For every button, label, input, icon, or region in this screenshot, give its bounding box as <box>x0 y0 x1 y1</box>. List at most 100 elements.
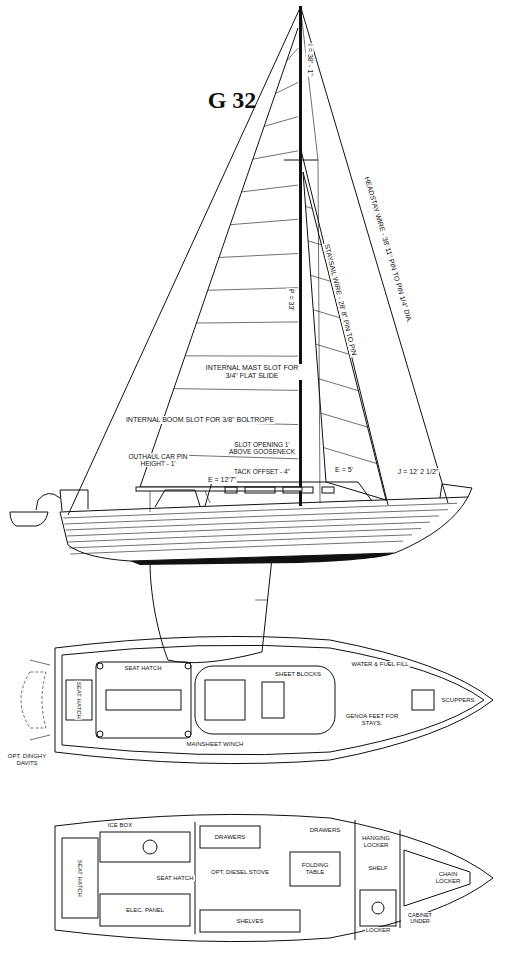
mast <box>299 6 302 506</box>
drawing-label: SLOT OPENING 1' ABOVE GOOSENECK <box>226 441 298 455</box>
bulkhead <box>355 820 356 940</box>
sail-seam <box>219 254 298 258</box>
sail-seam <box>253 151 298 159</box>
cabin-house <box>205 482 372 506</box>
drawing-label: SEAT HATCH <box>76 680 83 719</box>
fore-hatch <box>412 690 434 710</box>
sail-seam <box>306 206 313 208</box>
bow-pulpit <box>440 484 472 498</box>
drawing-label: LOCKER <box>365 927 392 934</box>
port-light <box>322 487 334 493</box>
drawing-label: INTERNAL MAST SLOT FOR 3/4" FLAT SLIDE <box>201 364 303 379</box>
sail-seam <box>321 413 368 427</box>
drawing-label: SHEET BLOCKS <box>274 671 322 678</box>
drawing-label: INTERNAL BOOM SLOT FOR 3/8" BOLTROPE <box>125 416 275 424</box>
plank-line <box>70 541 403 554</box>
drawing-label: SEAT HATCH <box>123 665 162 672</box>
lazarette-hatch <box>66 680 92 720</box>
sail-number: G 32 <box>207 87 258 113</box>
winch <box>185 663 191 669</box>
sail-seam <box>287 48 298 61</box>
drawing-label: OPT. DINGHY DAVITS <box>3 753 51 766</box>
drawing-label: J = 12' 2 1/2" <box>397 468 440 476</box>
drawing-label: CHAIN LOCKER <box>432 871 464 884</box>
cockpit-sole <box>106 690 181 710</box>
planking <box>63 503 457 554</box>
drawing-label: P = 33' <box>287 288 295 312</box>
drawing-label: OUTHAUL CAR PIN HEIGHT - 1' <box>127 453 189 467</box>
toilet <box>372 902 384 914</box>
sail-seam <box>318 379 358 391</box>
hull-profile <box>10 482 472 663</box>
sail-seam <box>264 117 298 127</box>
aft-berth <box>62 838 98 918</box>
shroud <box>301 12 318 160</box>
drawing-label: SHELF <box>367 865 388 872</box>
settee <box>200 910 300 932</box>
sail-seam <box>275 82 298 93</box>
dodger <box>155 490 200 507</box>
winch <box>185 731 191 737</box>
quarter-berth <box>100 894 190 926</box>
sail-seam <box>316 344 349 354</box>
drawing-label: ICE BOX <box>107 822 133 829</box>
sail-seam <box>313 310 340 318</box>
dinghy <box>10 512 48 526</box>
head <box>360 890 396 926</box>
sail-seam <box>208 288 298 291</box>
bulkhead <box>195 822 196 934</box>
sail-seam <box>323 448 376 464</box>
drawing-label: SEAT HATCH <box>155 875 194 882</box>
drawing-label: WATER & FUEL FILL <box>350 661 409 668</box>
sail-seam <box>242 185 298 192</box>
drawing-label: E = 5' <box>334 466 354 474</box>
drawing-label: DRAWERS <box>309 827 341 834</box>
drawing-label: TACK OFFSET - 4" <box>233 468 291 475</box>
deck-outline <box>55 636 493 763</box>
drawing-label: E = 12'7" <box>207 476 237 484</box>
cockpit <box>96 662 191 738</box>
toe-rail <box>62 645 484 755</box>
rig <box>68 6 448 515</box>
table <box>290 852 340 886</box>
drawing-label: SCUPPERS <box>440 697 475 704</box>
drawing-label: FOLDING TABLE <box>292 862 338 875</box>
boot-stripe <box>130 553 395 565</box>
plank-line <box>66 516 439 530</box>
keel-line <box>255 600 268 601</box>
companion-hatch <box>205 680 245 720</box>
winch <box>97 731 103 737</box>
plank-line <box>69 535 412 548</box>
interior-outline <box>55 814 493 941</box>
sail-seam <box>230 219 298 224</box>
sail-seam <box>196 322 298 323</box>
drawing-label: HANGING LOCKER <box>357 835 395 848</box>
deck-plan <box>21 636 493 763</box>
v-berth <box>404 850 470 906</box>
shroud <box>318 160 320 503</box>
window <box>245 487 275 493</box>
drawing-label: OPT. DIESEL STOVE <box>210 869 270 876</box>
drawing-label: SHELVES <box>235 918 264 925</box>
winch <box>97 663 103 669</box>
sail-seam <box>185 355 298 356</box>
sail-seam <box>308 241 321 245</box>
plank-line <box>64 510 448 524</box>
drawing-label: CABINET UNDER <box>401 912 439 924</box>
plank-line <box>68 529 421 543</box>
headstay <box>301 8 448 503</box>
drawing-label: DRAWERS <box>214 834 246 841</box>
drawing-label: MAINSHEET WINCH <box>186 741 245 748</box>
staysail <box>303 172 386 500</box>
sail-seams <box>151 48 376 463</box>
interior-plan <box>55 814 493 941</box>
galley <box>100 832 190 862</box>
drawing-label: I = 38' - 1" <box>306 43 314 77</box>
plank-line <box>63 503 457 518</box>
plank-line <box>67 522 430 536</box>
drawing-label: SEAT HATCH <box>77 858 84 897</box>
drawing-label: HEADSTAY WIRE - 38' 11" PIN TO PIN 1/4" … <box>362 175 413 325</box>
